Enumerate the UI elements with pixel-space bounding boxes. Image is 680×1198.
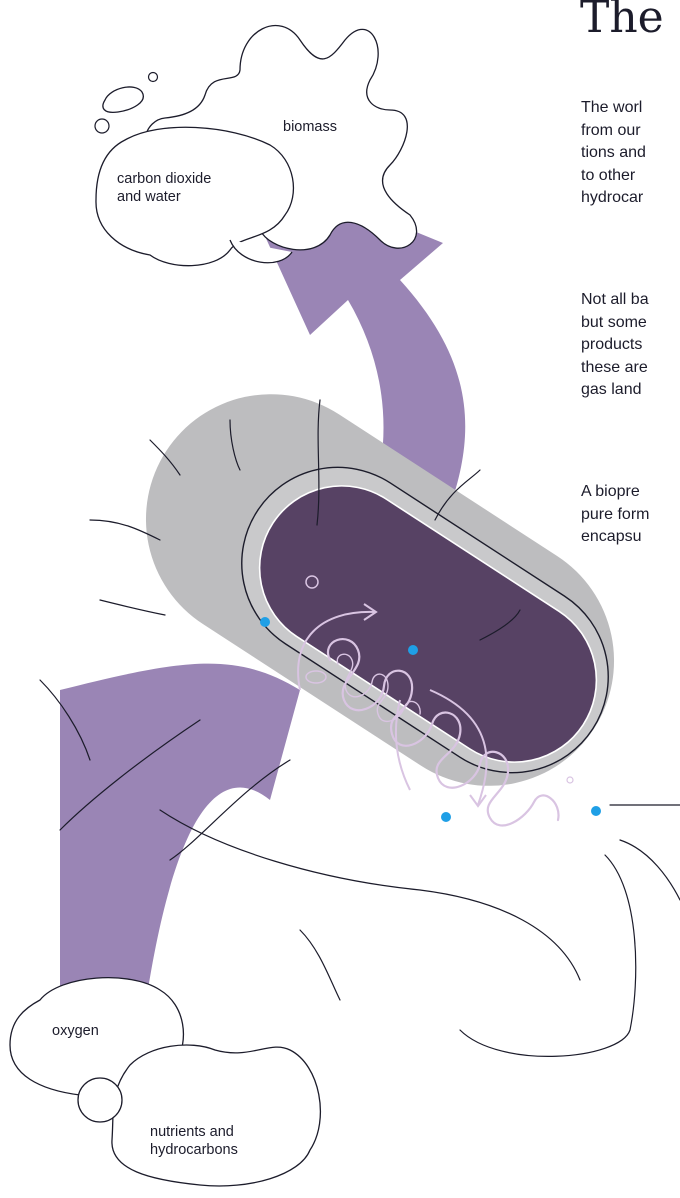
nutrients-label: nutrients and hydrocarbons bbox=[150, 1123, 238, 1159]
paragraph-line: The worl bbox=[581, 97, 680, 120]
paragraph-line: A biopre bbox=[581, 481, 680, 504]
paragraph-line: but some bbox=[581, 312, 680, 335]
page-heading: The bbox=[580, 0, 664, 43]
bubble bbox=[103, 87, 143, 112]
ribosome-dot bbox=[408, 645, 418, 655]
paragraph-line: gas land bbox=[581, 379, 680, 402]
paragraph-line: pure form bbox=[581, 504, 680, 527]
granule bbox=[567, 777, 573, 783]
inner-arrow-3-head bbox=[470, 795, 486, 806]
carbon-dioxide-label-line: carbon dioxide bbox=[117, 170, 211, 188]
ribosome-dot bbox=[441, 812, 451, 822]
paragraph-line: Not all ba bbox=[581, 289, 680, 312]
ribosome-dot bbox=[591, 806, 601, 816]
paragraph-2: Not all ba but some products these are g… bbox=[581, 289, 680, 402]
paragraph-3: A biopre pure form encapsu bbox=[581, 481, 680, 549]
carbon-dioxide-label-line: and water bbox=[117, 188, 211, 206]
biomass-label: biomass bbox=[283, 118, 337, 136]
paragraph-line: tions and bbox=[581, 142, 680, 165]
paragraph-line: these are bbox=[581, 357, 680, 380]
paragraph-line: hydrocar bbox=[581, 187, 680, 210]
ribosome-dot bbox=[260, 617, 270, 627]
carbon-dioxide-label: carbon dioxide and water bbox=[117, 170, 211, 206]
paragraph-line: to other bbox=[581, 165, 680, 188]
paragraph-line: products bbox=[581, 334, 680, 357]
nutrients-cloud bbox=[112, 1045, 320, 1186]
small-cloud-circle bbox=[78, 1078, 122, 1122]
oxygen-label: oxygen bbox=[52, 1022, 99, 1040]
paragraph-line: from our bbox=[581, 120, 680, 143]
nutrients-label-line: hydrocarbons bbox=[150, 1141, 238, 1159]
bubble bbox=[95, 119, 109, 133]
nutrients-label-line: nutrients and bbox=[150, 1123, 238, 1141]
bubble bbox=[149, 73, 158, 82]
paragraph-line: encapsu bbox=[581, 526, 680, 549]
paragraph-1: The worl from our tions and to other hyd… bbox=[581, 97, 680, 210]
